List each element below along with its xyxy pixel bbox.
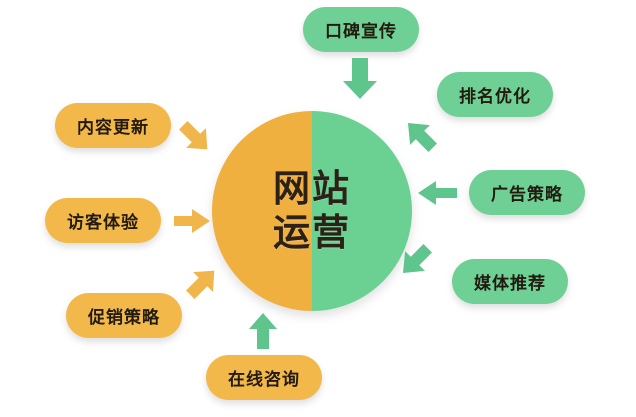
node-visitor-experience[interactable]: 访客体验 bbox=[45, 198, 161, 243]
arrow-content-update-icon bbox=[176, 118, 216, 158]
node-online-consultation[interactable]: 在线咨询 bbox=[206, 355, 322, 400]
center-hub-left-half bbox=[212, 111, 312, 311]
node-media-recommendation[interactable]: 媒体推荐 bbox=[452, 259, 568, 304]
node-visitor-experience-label: 访客体验 bbox=[67, 213, 139, 233]
node-promotion-strategy[interactable]: 促销策略 bbox=[66, 293, 182, 338]
arrow-advertising-strategy-icon bbox=[415, 178, 461, 208]
node-ranking-optimization-label: 排名优化 bbox=[459, 87, 531, 107]
node-online-consultation-label: 在线咨询 bbox=[228, 370, 300, 390]
node-advertising-strategy[interactable]: 广告策略 bbox=[469, 170, 585, 215]
node-word-of-mouth-label: 口碑宣传 bbox=[325, 22, 397, 42]
arrow-word-of-mouth-icon bbox=[343, 55, 377, 107]
center-hub-circle bbox=[212, 111, 412, 311]
arrow-online-consultation-icon bbox=[248, 306, 278, 352]
arrow-visitor-experience-icon bbox=[172, 206, 212, 236]
center-hub-right-half bbox=[312, 111, 412, 311]
node-promotion-strategy-label: 促销策略 bbox=[88, 308, 160, 328]
node-media-recommendation-label: 媒体推荐 bbox=[474, 274, 546, 294]
node-content-update-label: 内容更新 bbox=[77, 118, 149, 138]
node-word-of-mouth[interactable]: 口碑宣传 bbox=[303, 7, 419, 52]
node-advertising-strategy-label: 广告策略 bbox=[491, 185, 563, 205]
node-ranking-optimization[interactable]: 排名优化 bbox=[437, 72, 553, 117]
node-content-update[interactable]: 内容更新 bbox=[55, 103, 171, 148]
